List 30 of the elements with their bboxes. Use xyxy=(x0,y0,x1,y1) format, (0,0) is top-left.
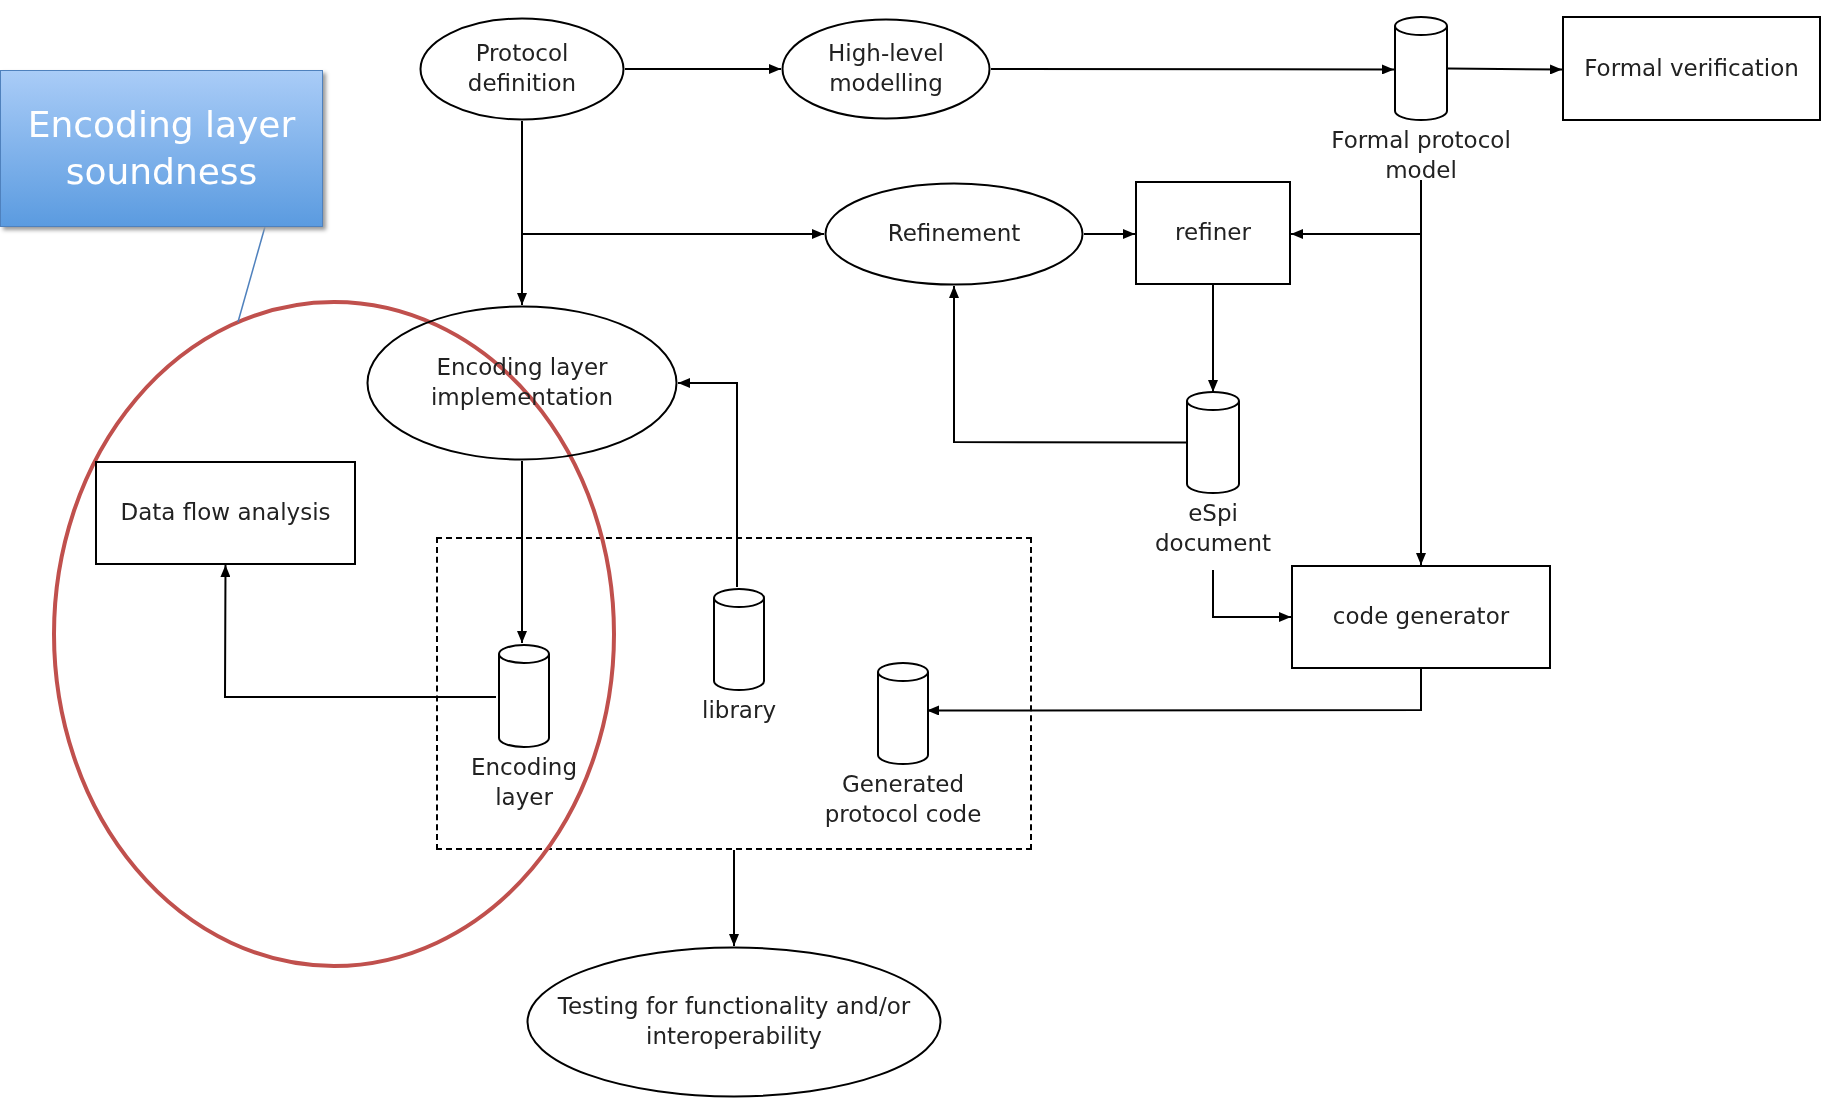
process-ellipse: Testing for functionality and/or interoperability xyxy=(526,946,942,1098)
arrow xyxy=(1208,284,1218,393)
arrow xyxy=(949,285,1187,444)
node-label: library xyxy=(702,696,776,725)
leader-line xyxy=(237,226,266,323)
arrow xyxy=(1212,569,1292,622)
node-label: Generated protocol code xyxy=(823,770,983,829)
arrow xyxy=(677,378,738,588)
node-label: Encoding layer xyxy=(470,753,578,812)
process-box: code generator xyxy=(1291,565,1551,669)
arrow xyxy=(1083,229,1136,239)
arrow xyxy=(220,564,497,699)
process-box: Formal verification xyxy=(1562,16,1821,121)
dashed-group-box xyxy=(436,537,1032,850)
arrow xyxy=(1416,179,1426,566)
arrow xyxy=(990,64,1395,75)
arrow xyxy=(624,64,782,74)
arrow xyxy=(926,668,1422,716)
process-ellipse: High-level modelling xyxy=(781,18,991,120)
arrow xyxy=(517,460,527,644)
process-box: Data flow analysis xyxy=(95,461,356,565)
process-ellipse: Refinement xyxy=(824,182,1084,286)
arrow xyxy=(1447,64,1563,75)
arrow xyxy=(517,120,527,306)
callout-box: Encoding layer soundness xyxy=(0,70,323,227)
process-ellipse: Protocol definition xyxy=(419,17,625,121)
node-label: eSpi document xyxy=(1153,499,1272,558)
node-label: Formal protocol model xyxy=(1330,126,1512,185)
process-box: refiner xyxy=(1135,181,1291,285)
arrow xyxy=(729,849,739,947)
